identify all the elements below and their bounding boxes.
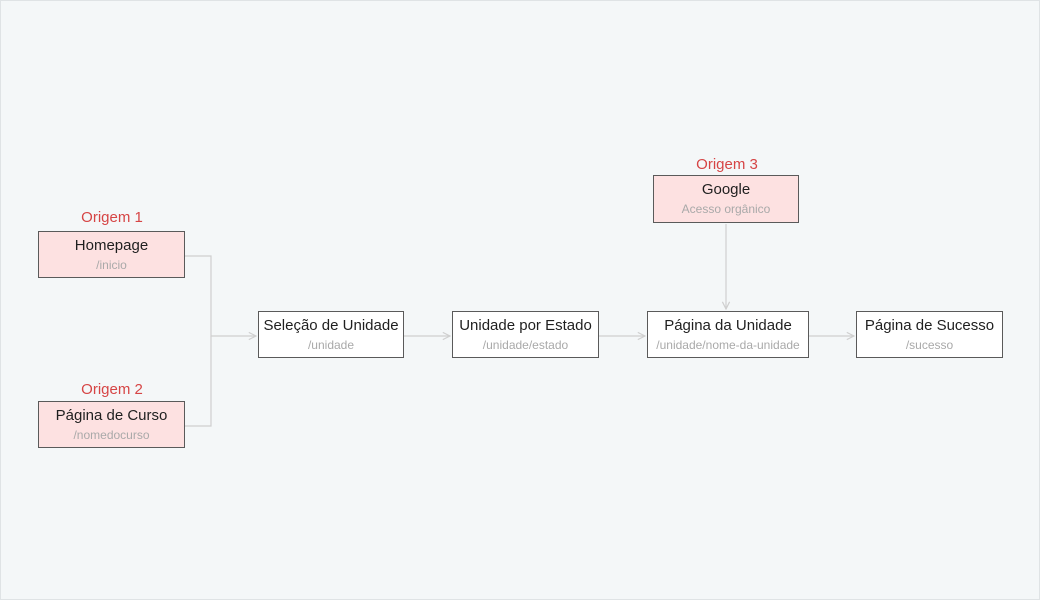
node-title: Página de Curso (55, 407, 168, 424)
node-selecao-de-unidade[interactable]: Seleção de Unidade /unidade (258, 311, 404, 358)
origin-label-1: Origem 1 (81, 209, 143, 226)
node-title: Homepage (74, 237, 149, 254)
node-homepage[interactable]: Homepage /inicio (38, 231, 185, 278)
node-path: /unidade/estado (482, 338, 569, 352)
node-path: /unidade/nome-da-unidade (656, 338, 800, 352)
node-path: /nomedocurso (73, 428, 150, 442)
node-path: /inicio (96, 258, 127, 272)
node-path: /sucesso (905, 338, 954, 352)
origin-label-2: Origem 2 (81, 381, 143, 398)
node-title: Unidade por Estado (459, 317, 592, 334)
origin-label-3: Origem 3 (696, 156, 758, 173)
node-title: Google (701, 181, 751, 198)
connector-curso-selecao (185, 336, 212, 427)
node-pagina-da-unidade[interactable]: Página da Unidade /unidade/nome-da-unida… (647, 311, 809, 358)
connector-homepage-selecao (185, 255, 256, 336)
node-path: Acesso orgânico (681, 202, 771, 216)
node-title: Página de Sucesso (864, 317, 995, 334)
node-pagina-de-sucesso[interactable]: Página de Sucesso /sucesso (856, 311, 1003, 358)
node-unidade-por-estado[interactable]: Unidade por Estado /unidade/estado (452, 311, 599, 358)
node-title: Seleção de Unidade (263, 317, 399, 334)
node-title: Página da Unidade (664, 317, 792, 334)
node-google[interactable]: Google Acesso orgânico (653, 175, 799, 223)
node-path: /unidade (307, 338, 355, 352)
node-pagina-de-curso[interactable]: Página de Curso /nomedocurso (38, 401, 185, 448)
